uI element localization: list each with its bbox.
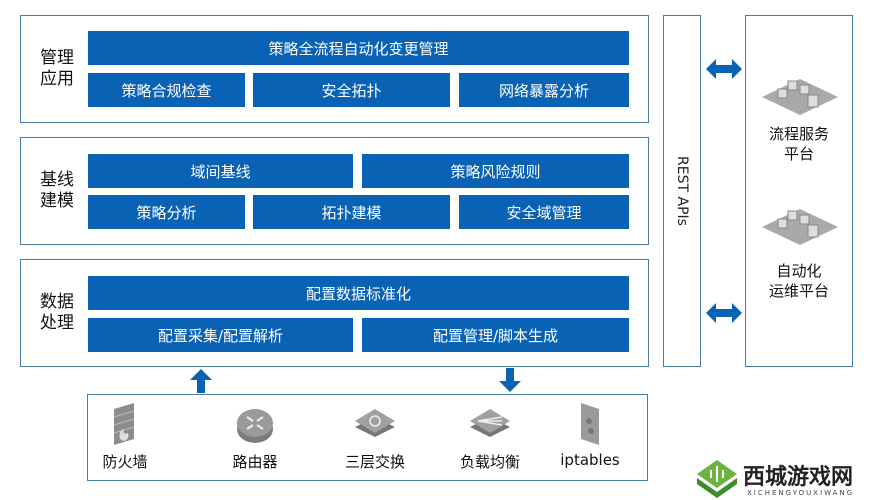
layer-label: 基线建模 <box>35 170 79 212</box>
layer-label-line: 管理 <box>40 48 74 68</box>
layer-label-line: 建模 <box>40 191 74 211</box>
layer-label-line: 基线 <box>40 170 74 190</box>
device-label: iptables <box>560 451 620 469</box>
leaf-logo-icon <box>697 460 737 498</box>
server-platform-icon <box>762 79 838 115</box>
watermark-sub: XICHENGYOUXIWANG <box>747 489 855 497</box>
block: 配置采集/配置解析 <box>88 318 353 352</box>
rest-apis-bar: REST APIs <box>663 15 701 367</box>
double-arrow-icon <box>706 59 742 79</box>
device-label: 防火墙 <box>102 453 148 471</box>
arrow-up-icon <box>190 369 212 393</box>
block: 策略风险规则 <box>362 154 629 188</box>
device-load-balancer: 负载均衡 <box>445 403 535 472</box>
device-iptables: iptables <box>545 403 635 469</box>
platform-label-line: 平台 <box>783 145 814 163</box>
firewall-icon <box>113 403 135 445</box>
server-platform-icon <box>762 209 838 245</box>
platform-panel <box>745 15 853 367</box>
rest-apis-label: REST APIs <box>674 156 690 226</box>
block: 策略全流程自动化变更管理 <box>88 31 629 65</box>
devices-panel <box>87 394 648 481</box>
iptables-icon <box>581 403 599 445</box>
router-icon <box>237 409 273 443</box>
platform-label: 流程服务平台 <box>745 124 853 164</box>
watermark-name: 西城游戏网 <box>743 464 854 490</box>
block: 拓扑建模 <box>253 195 450 229</box>
switch-icon <box>355 409 395 437</box>
layer-label-line: 处理 <box>40 313 74 333</box>
double-arrow-icon <box>706 303 742 323</box>
device-label: 负载均衡 <box>459 453 520 471</box>
layer-label-line: 应用 <box>40 69 74 89</box>
block: 域间基线 <box>88 154 353 188</box>
device-l3-switch: 三层交换 <box>330 403 420 472</box>
device-firewall: 防火墙 <box>80 403 170 472</box>
block: 配置管理/脚本生成 <box>362 318 629 352</box>
device-router: 路由器 <box>210 403 300 472</box>
device-label: 路由器 <box>232 453 278 471</box>
block: 配置数据标准化 <box>88 276 629 310</box>
device-label: 三层交换 <box>344 453 405 471</box>
platform-label-line: 自动化 <box>776 262 822 280</box>
block: 网络暴露分析 <box>459 73 629 107</box>
load-balancer-icon <box>470 409 510 437</box>
arrow-down-icon <box>499 368 521 392</box>
layer-label: 数据处理 <box>35 292 79 334</box>
platform-label-line: 流程服务 <box>768 125 829 143</box>
platform-label-line: 运维平台 <box>768 282 829 300</box>
block: 策略分析 <box>88 195 245 229</box>
block: 安全拓扑 <box>253 73 450 107</box>
layer-label-line: 数据 <box>40 292 74 312</box>
layer-label: 管理应用 <box>35 48 79 90</box>
block: 策略合规检查 <box>88 73 245 107</box>
block: 安全域管理 <box>459 195 629 229</box>
platform-label: 自动化运维平台 <box>745 261 853 301</box>
watermark-logo: 西城游戏网 XICHENGYOUXIWANG <box>695 458 869 500</box>
